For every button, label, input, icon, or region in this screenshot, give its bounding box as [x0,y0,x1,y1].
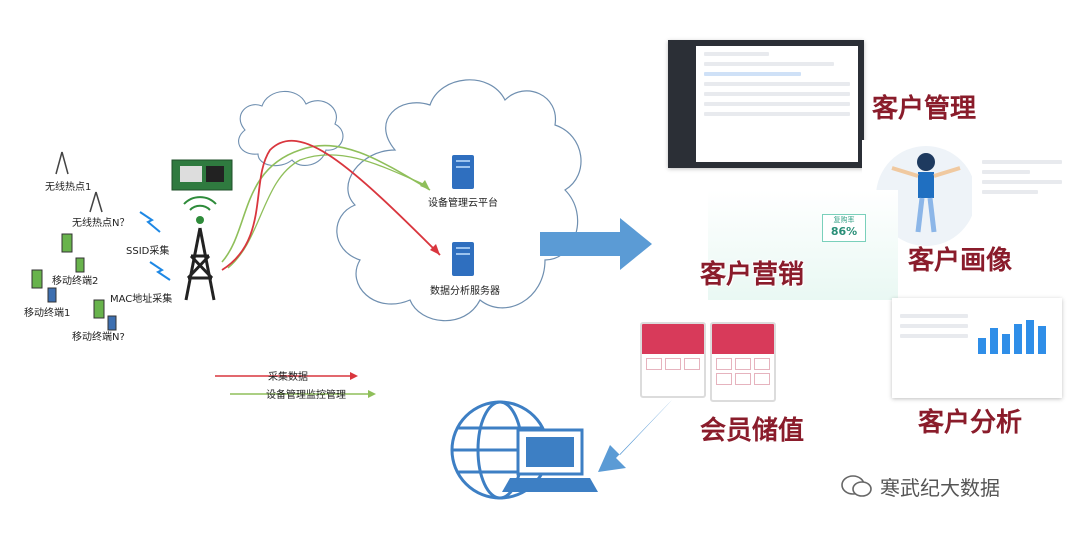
person-figure-icon [876,146,976,246]
legend-manage-label: 设备管理监控管理 [266,390,346,401]
customer-marketing-panel [708,190,898,300]
hotspot-1-label: 无线热点1 [45,182,92,193]
big-arrow-right [540,218,652,270]
mobile-phone-icon [107,315,117,331]
mobile-phone-icon [47,287,57,303]
customer-marketing-title: 客户营销 [700,260,805,290]
legend-collect-label: 采集数据 [268,372,308,383]
watermark-text: 寒武纪大数据 [880,476,1000,500]
lightning-icon [149,261,171,281]
member-storage-title: 会员储值 [700,416,805,446]
big-arrow-down-left [598,400,672,472]
wechat-icon [840,474,874,498]
marketing-rate-label: 复购率 [833,216,855,224]
server-icon [452,242,474,276]
ssid-label: SSID采集 [126,246,170,257]
cloud-shape [336,79,582,322]
customer-management-title: 客户管理 [872,94,977,124]
member-phone-screen-2 [710,322,776,402]
green-arrowhead [420,180,430,190]
green-connection-line-2 [227,154,426,269]
antenna-signal-icon [196,216,204,224]
mobile-2-label: 移动终端2 [52,276,99,287]
red-connection-line [221,139,441,271]
mobile-n-label: 移动终端N? [72,332,125,343]
marketing-rate-card: 复购率 86% [822,214,866,242]
laptop-icon [502,428,598,492]
server-analysis-label: 数据分析服务器 [430,286,500,297]
customer-analysis-title: 客户分析 [918,408,1023,438]
marketing-rate-value: 86% [830,225,858,238]
server-mgmt-label: 设备管理云平台 [428,198,498,209]
mobile-1-label: 移动终端1 [24,308,71,319]
member-phone-screen-1 [640,322,706,398]
lightning-icon [139,211,161,233]
customer-portrait-title: 客户画像 [908,246,1013,276]
antenna-tower-icon [184,227,216,301]
mac-label: MAC地址采集 [110,294,173,305]
customer-mgmt-screenshot [668,40,864,168]
customer-analysis-screenshot [892,298,1062,398]
mobile-phone-icon [31,269,43,289]
mobile-phone-icon [93,299,105,319]
server-icon [452,155,474,189]
red-arrowhead [430,244,440,255]
hotspot-icon [89,191,103,213]
green-connection-line-1 [221,144,431,263]
mobile-phone-icon [75,257,85,273]
hotspot-icon [55,151,69,175]
mobile-phone-icon [61,233,73,253]
hotspot-n-label: 无线热点N？ [72,218,130,229]
